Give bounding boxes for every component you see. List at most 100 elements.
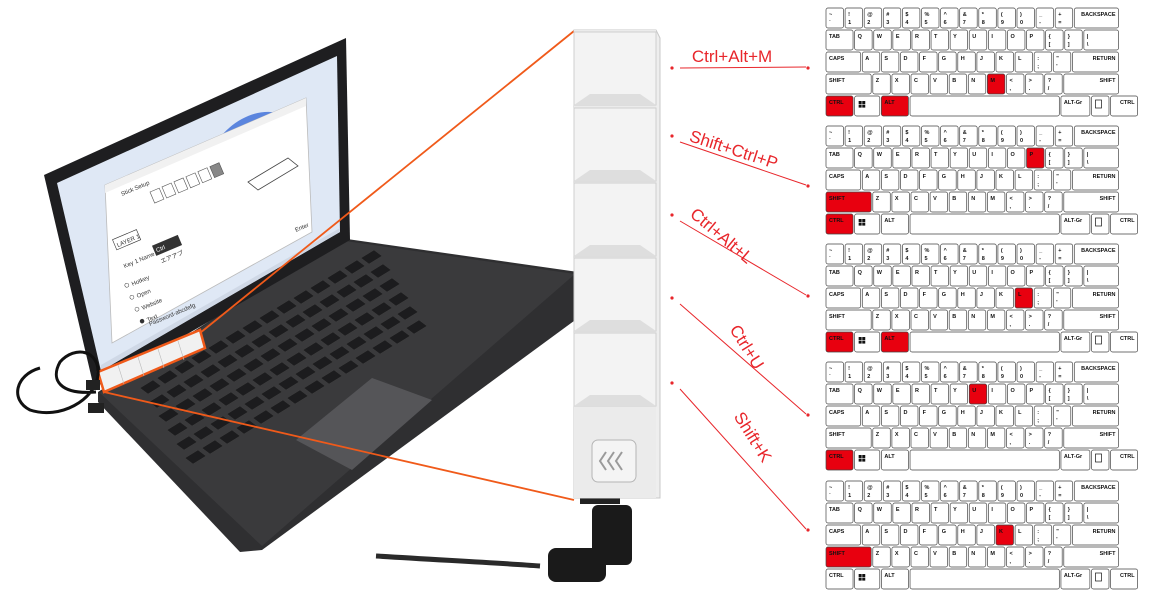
key-legend: E — [896, 34, 900, 40]
menu-icon — [1095, 217, 1102, 227]
shortcut-label-5: Shift+K — [730, 409, 776, 467]
key-q — [854, 147, 873, 169]
stick-key-bevel — [574, 94, 656, 105]
key-legend: J — [980, 529, 983, 535]
key-legend: Y — [953, 152, 957, 158]
key-win — [854, 449, 881, 471]
key-legend: 5 — [925, 374, 928, 380]
laptop-key — [216, 353, 239, 369]
laptop-key — [218, 429, 241, 445]
key-3 — [882, 480, 902, 502]
key-legend: O — [1010, 507, 1015, 513]
key-o — [1007, 265, 1026, 287]
laptop-key — [362, 325, 385, 341]
key-h — [957, 405, 976, 427]
key-alt — [881, 95, 909, 117]
key-legend: % — [925, 12, 930, 18]
key-- — [1064, 502, 1083, 524]
key-legend: 6 — [944, 374, 947, 380]
key-legend: ( — [1001, 248, 1003, 254]
key-legend: 7 — [963, 374, 966, 380]
key-u — [968, 265, 988, 287]
laptop-trackpad — [296, 378, 432, 470]
key-legend: 5 — [925, 138, 928, 144]
key-e — [892, 502, 911, 524]
key-legend: H — [961, 292, 965, 298]
key-legend: N — [971, 314, 975, 320]
laptop-illustration: Stick Setup LAYER 1 Key 1 Name Ctrl エアアプ… — [16, 38, 578, 552]
key-b — [948, 191, 968, 213]
key-- — [1035, 243, 1054, 265]
key-legend: $ — [905, 248, 908, 254]
key-legend: ( — [1001, 130, 1003, 136]
key-legend: 3 — [886, 493, 889, 499]
key-legend: " — [1056, 174, 1059, 180]
key-i — [987, 383, 1007, 405]
key-legend: 8 — [982, 374, 985, 380]
key-legend: SHIFT — [829, 551, 846, 557]
key-8 — [978, 125, 997, 147]
key-l — [1014, 51, 1033, 73]
key-legend: < — [1009, 78, 1012, 84]
key-backspace — [1073, 361, 1119, 383]
laptop-key — [345, 335, 368, 351]
key-- — [1033, 405, 1053, 427]
key-legend: W — [877, 270, 883, 276]
pointer-dot — [806, 184, 810, 188]
laptop-keys — [139, 249, 428, 465]
option-radio — [129, 294, 135, 300]
windows-icon — [862, 337, 866, 340]
windows-icon — [862, 101, 866, 104]
key-legend: CTRL — [829, 336, 844, 342]
key-legend: D — [903, 174, 907, 180]
laptop-key — [354, 349, 377, 365]
taskbar — [101, 228, 340, 371]
laptop-key — [327, 307, 350, 323]
laptop-key — [286, 389, 309, 405]
key-s — [881, 524, 900, 546]
laptop-key — [192, 425, 215, 441]
key-legend: ' — [1056, 418, 1058, 424]
pointer-dot — [670, 213, 674, 217]
key-legend: ] — [1068, 278, 1070, 284]
key-legend: ` — [829, 20, 831, 26]
key-legend: 8 — [982, 138, 985, 144]
key-legend: I — [991, 507, 993, 513]
key-legend: CTRL — [829, 573, 844, 579]
key-legend: ^ — [944, 248, 948, 254]
pointer-dot — [806, 528, 810, 532]
key-legend: F — [923, 292, 927, 298]
key-legend: " — [1056, 529, 1059, 535]
key-legend: ! — [848, 485, 850, 491]
key-legend: D — [903, 56, 907, 62]
key-k — [995, 405, 1014, 427]
key-- — [825, 7, 844, 29]
key-legend: C — [914, 551, 918, 557]
key-s — [881, 405, 900, 427]
key-legend: _ — [1038, 130, 1043, 136]
key-legend: % — [925, 248, 930, 254]
key-legend: = — [1058, 20, 1061, 26]
key-legend: M — [990, 432, 995, 438]
key-legend: BACKSPACE — [1081, 130, 1116, 136]
key-w — [873, 383, 892, 405]
key-legend: D — [903, 410, 907, 416]
key-legend: Z — [876, 432, 880, 438]
key-legend: B — [952, 551, 956, 557]
laptop-key — [190, 349, 213, 365]
key-legend: | — [1087, 152, 1089, 158]
key-legend: 8 — [982, 493, 985, 499]
usb-cable-loop — [16, 350, 100, 415]
key-legend: S — [884, 174, 888, 180]
key-- — [1035, 480, 1054, 502]
key-8 — [978, 243, 997, 265]
key-- — [1006, 73, 1025, 95]
key-z — [872, 546, 891, 568]
laptop-key — [277, 375, 300, 391]
key-legend: : — [1037, 292, 1039, 298]
key-- — [1052, 287, 1072, 309]
key-legend: , — [1009, 86, 1011, 92]
key-legend: H — [961, 529, 965, 535]
